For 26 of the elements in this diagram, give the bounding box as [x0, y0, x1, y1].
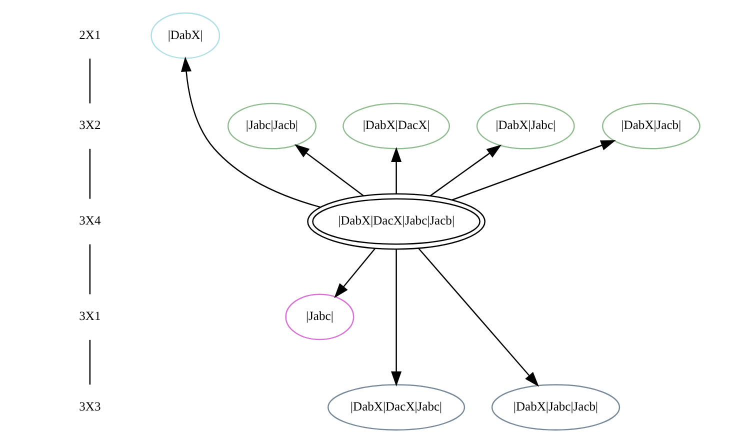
arrow	[181, 56, 321, 208]
arrow	[294, 144, 364, 196]
node-ellipse: |DabX|DacX|Jabc|	[327, 384, 466, 431]
node-ellipse: |Jabc|Jacb|	[227, 102, 317, 150]
arrow	[334, 248, 376, 298]
node-ellipse: |DabX|DacX|	[342, 102, 450, 150]
arrow	[452, 140, 616, 200]
node-ellipse: |DabX|Jabc|	[476, 102, 575, 150]
node-text: 3X4	[79, 214, 101, 228]
node-ellipse: |DabX|Jabc|Jacb|	[491, 384, 620, 431]
arrow	[418, 248, 539, 387]
node-ellipse: |DabX|Jacb|	[602, 102, 700, 150]
arrow	[391, 146, 402, 194]
arrow	[430, 144, 502, 196]
node-ellipse: |DabX|DacX|Jabc|Jacb|	[307, 193, 486, 250]
connector	[89, 148, 91, 199]
arrow	[391, 249, 402, 386]
node-ellipse: |DabX|	[150, 12, 220, 59]
node-text: 3X2	[79, 118, 101, 132]
node-text: 3X3	[79, 399, 101, 414]
connector	[89, 58, 91, 104]
node-text: 3X1	[79, 309, 101, 324]
connector	[89, 340, 91, 385]
node-text: 2X1	[79, 28, 101, 42]
connector	[89, 244, 91, 294]
node-ellipse: |Jabc|	[285, 294, 354, 340]
